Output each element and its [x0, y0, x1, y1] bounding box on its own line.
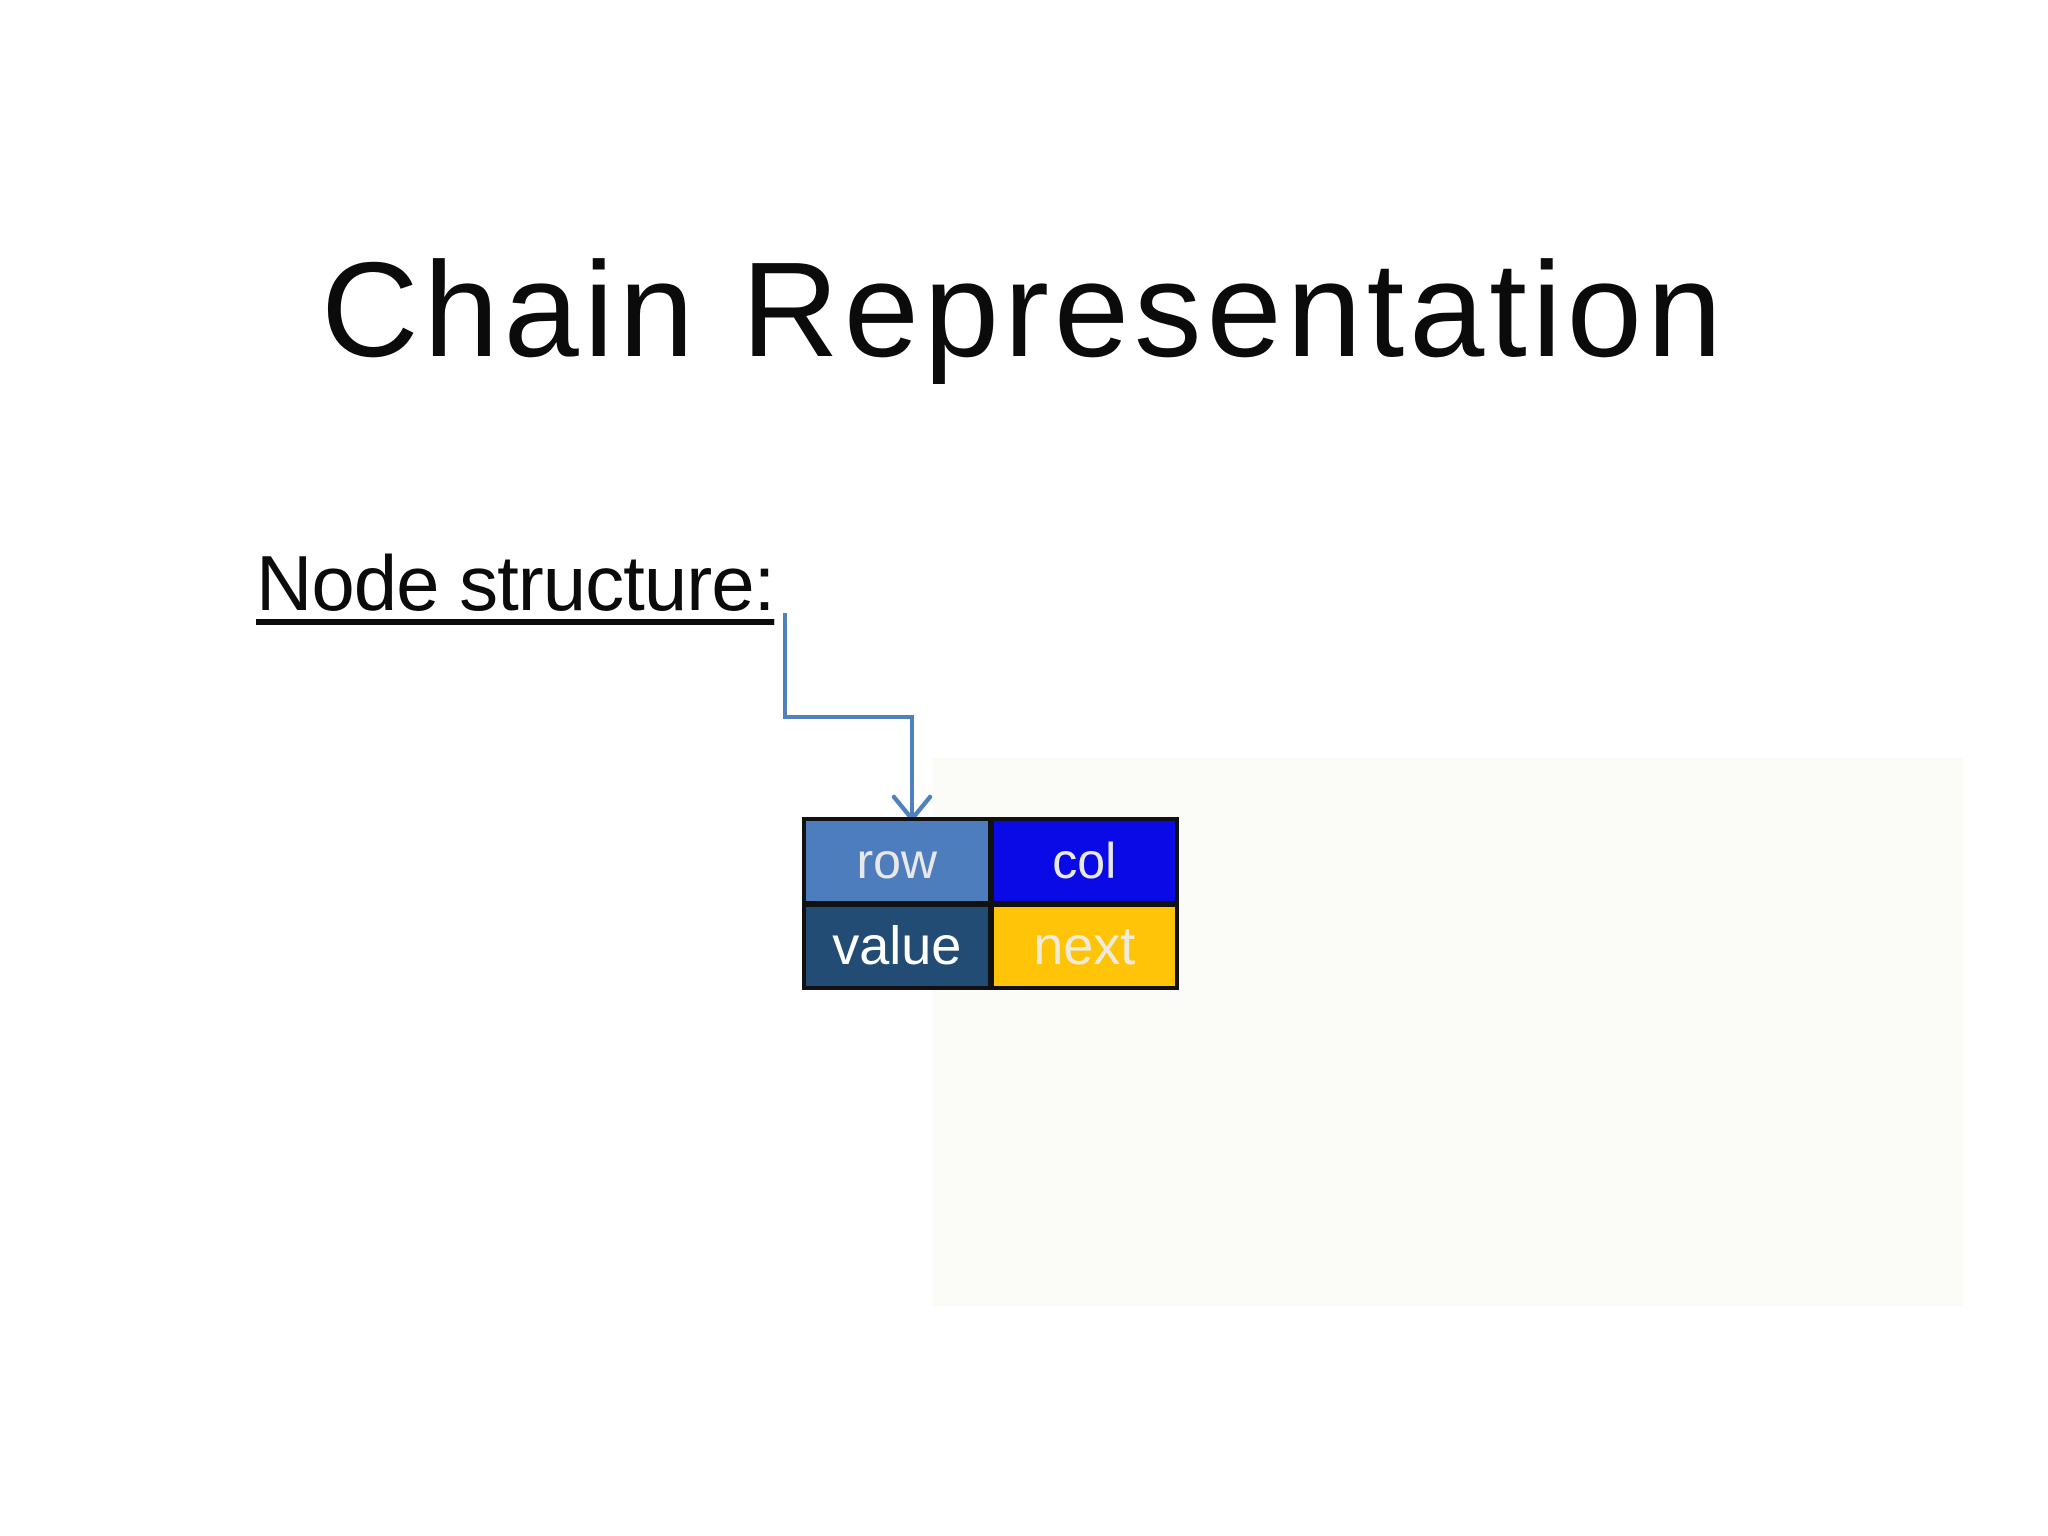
node-table: row col value next	[802, 817, 1179, 990]
elbow-arrow-shaft	[783, 613, 914, 816]
elbow-arrow-icon	[783, 613, 933, 823]
node-cell-row: row	[806, 821, 988, 901]
node-cell-col: col	[993, 821, 1175, 901]
node-cell-next: next	[993, 906, 1175, 986]
page-title: Chain Representation	[321, 234, 1727, 385]
node-cell-value: value	[806, 906, 988, 986]
node-structure-label: Node structure:	[256, 539, 775, 627]
